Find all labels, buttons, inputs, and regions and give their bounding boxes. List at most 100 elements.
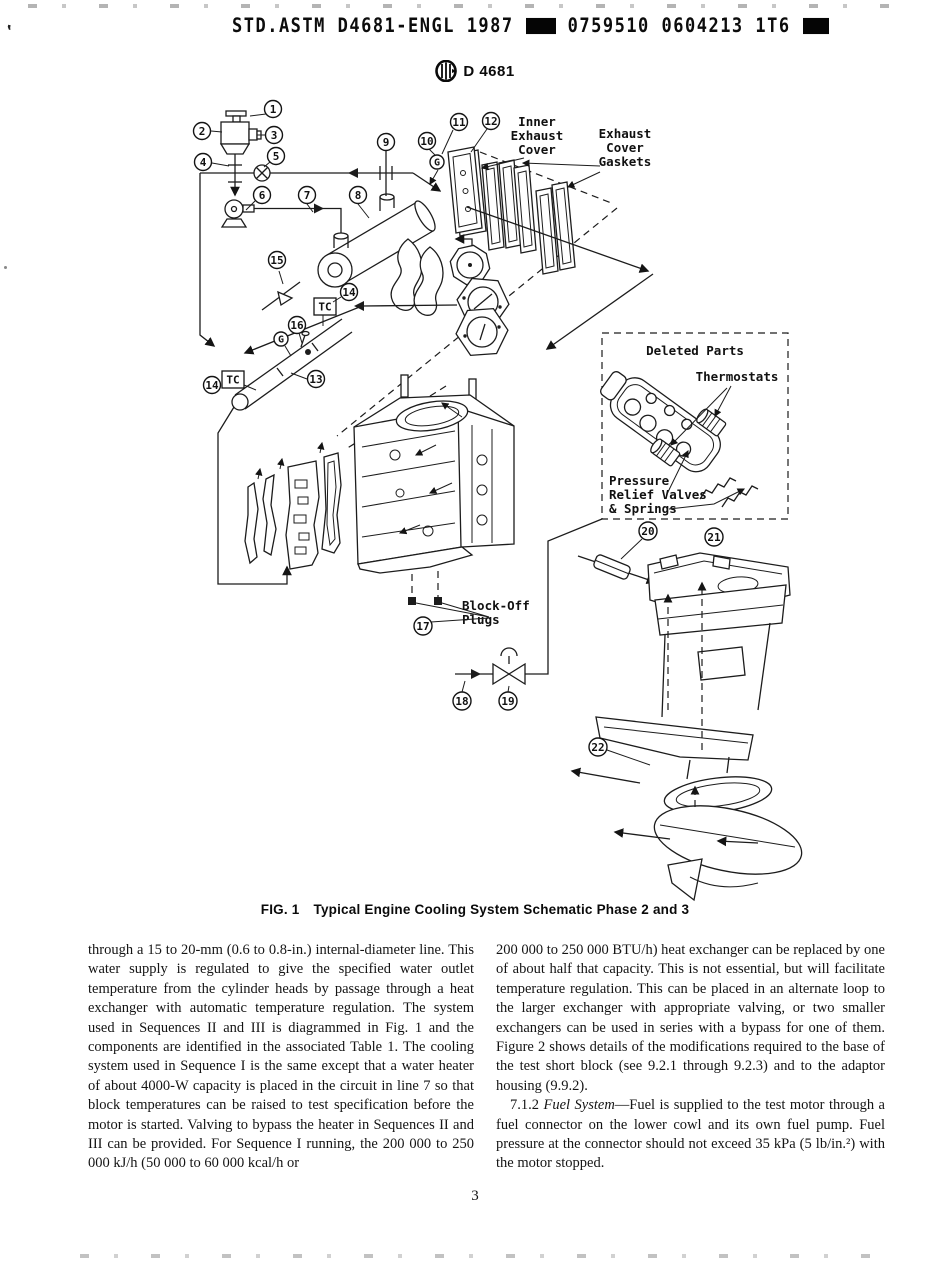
svg-text:Cover: Cover <box>518 142 556 157</box>
svg-text:16: 16 <box>290 319 304 332</box>
svg-text:TC: TC <box>226 374 239 387</box>
svg-text:15: 15 <box>270 254 283 267</box>
svg-text:Inner: Inner <box>518 114 556 129</box>
document-designation: D 4681 <box>463 62 515 80</box>
svg-text:Exhaust: Exhaust <box>511 128 564 143</box>
body-paragraph: 200 000 to 250 000 BTU/h) heat exchanger… <box>496 942 885 1094</box>
callout-11: 11 <box>449 112 469 132</box>
svg-text:11: 11 <box>452 116 466 129</box>
callout-leaders <box>210 113 651 766</box>
svg-text:TC: TC <box>318 301 331 314</box>
engine-short-block <box>353 374 515 574</box>
section-number: 7.1.2 <box>510 1097 539 1114</box>
svg-text:22: 22 <box>591 741 604 754</box>
document-designation-row: D 4681 <box>0 60 950 82</box>
svg-text:8: 8 <box>355 189 362 202</box>
callout-18: 18 <box>452 691 472 711</box>
section-title: Fuel System <box>543 1097 615 1114</box>
svg-text:19: 19 <box>501 695 514 708</box>
svg-text:Gaskets: Gaskets <box>599 154 652 169</box>
callout-5: 5 <box>266 146 286 166</box>
figure-caption-title: Typical Engine Cooling System Schematic … <box>313 902 690 917</box>
block-off-plugs <box>408 571 490 618</box>
scan-header-code: 0759510 0604213 1T6 <box>567 14 791 38</box>
callout-15: 15 <box>267 250 287 270</box>
svg-text:G: G <box>278 335 284 346</box>
svg-text:G: G <box>434 158 440 169</box>
body-paragraph: through a 15 to 20-mm (0.6 to 0.8-in.) i… <box>88 942 474 1172</box>
callout-16: 16 <box>287 315 307 335</box>
callout-12: 12 <box>481 111 501 131</box>
callout-7: 7 <box>297 185 317 205</box>
callout-2: 2 <box>192 121 212 141</box>
svg-text:14: 14 <box>205 379 219 392</box>
redaction-block-icon <box>802 17 829 35</box>
svg-text:3: 3 <box>271 129 278 142</box>
svg-text:Relief Valves: Relief Valves <box>609 487 707 502</box>
water-pump-symbol <box>220 199 342 235</box>
callout-14-lower: 14 <box>202 375 222 395</box>
svg-text:9: 9 <box>383 136 390 149</box>
svg-text:5: 5 <box>273 150 280 163</box>
svg-text:20: 20 <box>641 525 654 538</box>
outboard-lower-unit <box>570 552 803 902</box>
svg-text:Cover: Cover <box>606 140 644 155</box>
callout-10: 10 <box>417 131 437 151</box>
scan-artifact-mark: ‛ <box>4 21 14 41</box>
exhaust-cover-plates <box>447 146 576 275</box>
svg-text:Block-Off: Block-Off <box>462 598 530 613</box>
cylinder-gasket-stack <box>244 441 342 570</box>
callout-9: 9 <box>376 132 396 152</box>
callout-19: 19 <box>498 691 518 711</box>
fuel-system-paragraph: 7.1.2 Fuel System—Fuel is supplied to th… <box>496 1096 885 1174</box>
svg-text:7: 7 <box>304 189 311 202</box>
svg-text:14: 14 <box>342 286 356 299</box>
svg-text:10: 10 <box>420 135 433 148</box>
astm-logo-icon <box>435 60 458 82</box>
shutoff-valve <box>455 518 603 686</box>
callout-22: 22 <box>588 737 608 757</box>
svg-text:4: 4 <box>200 156 207 169</box>
scan-header-text: STD.ASTM D4681-ENGL 1987 <box>232 14 514 38</box>
inner-exhaust-cover-label: Inner Exhaust Cover <box>480 114 564 171</box>
callout-13: 13 <box>306 369 326 389</box>
svg-text:& Springs: & Springs <box>609 501 677 516</box>
outlet-pipe-assembly <box>217 318 353 585</box>
scan-artifact-top <box>28 4 908 8</box>
callout-20: 20 <box>638 521 658 541</box>
svg-text:12: 12 <box>484 115 497 128</box>
callout-17: 17 <box>413 616 433 636</box>
callout-6: 6 <box>252 185 272 205</box>
spring-part <box>699 477 737 500</box>
flow-arrows-right <box>466 206 654 350</box>
svg-text:2: 2 <box>199 125 206 138</box>
thermostat-part <box>696 408 727 437</box>
fuel-connector-part <box>577 554 657 584</box>
gasket-marker-lower: G <box>273 331 289 347</box>
redaction-block-icon <box>525 17 556 35</box>
svg-text:18: 18 <box>455 695 468 708</box>
svg-text:1: 1 <box>270 103 277 116</box>
thermocouple-upper: TC <box>313 297 337 326</box>
gasket-marker-upper: G <box>429 154 445 170</box>
figure-1-diagram: TC TC <box>192 99 803 902</box>
svg-text:21: 21 <box>707 531 721 544</box>
svg-text:Plugs: Plugs <box>462 612 500 627</box>
deleted-parts-box: Deleted Parts <box>600 332 789 520</box>
scan-artifact-dot <box>4 266 7 269</box>
exhaust-cover-gaskets-label: Exhaust Cover Gaskets <box>521 126 652 188</box>
text-column-left: through a 15 to 20-mm (0.6 to 0.8-in.) i… <box>88 941 474 1174</box>
thermocouple-lower: TC <box>221 370 257 391</box>
callout-1: 1 <box>263 99 283 119</box>
callout-14-upper: 14 <box>339 282 359 302</box>
svg-text:17: 17 <box>416 620 429 633</box>
thermostat-part <box>650 438 681 467</box>
callout-3: 3 <box>264 125 284 145</box>
spring-part <box>721 485 759 508</box>
section-text: —Fuel is supplied to the test motor thro… <box>496 1097 885 1172</box>
svg-text:Deleted Parts: Deleted Parts <box>646 343 744 358</box>
callout-4: 4 <box>193 152 213 172</box>
text-column-right: 200 000 to 250 000 BTU/h) heat exchanger… <box>496 941 885 1174</box>
